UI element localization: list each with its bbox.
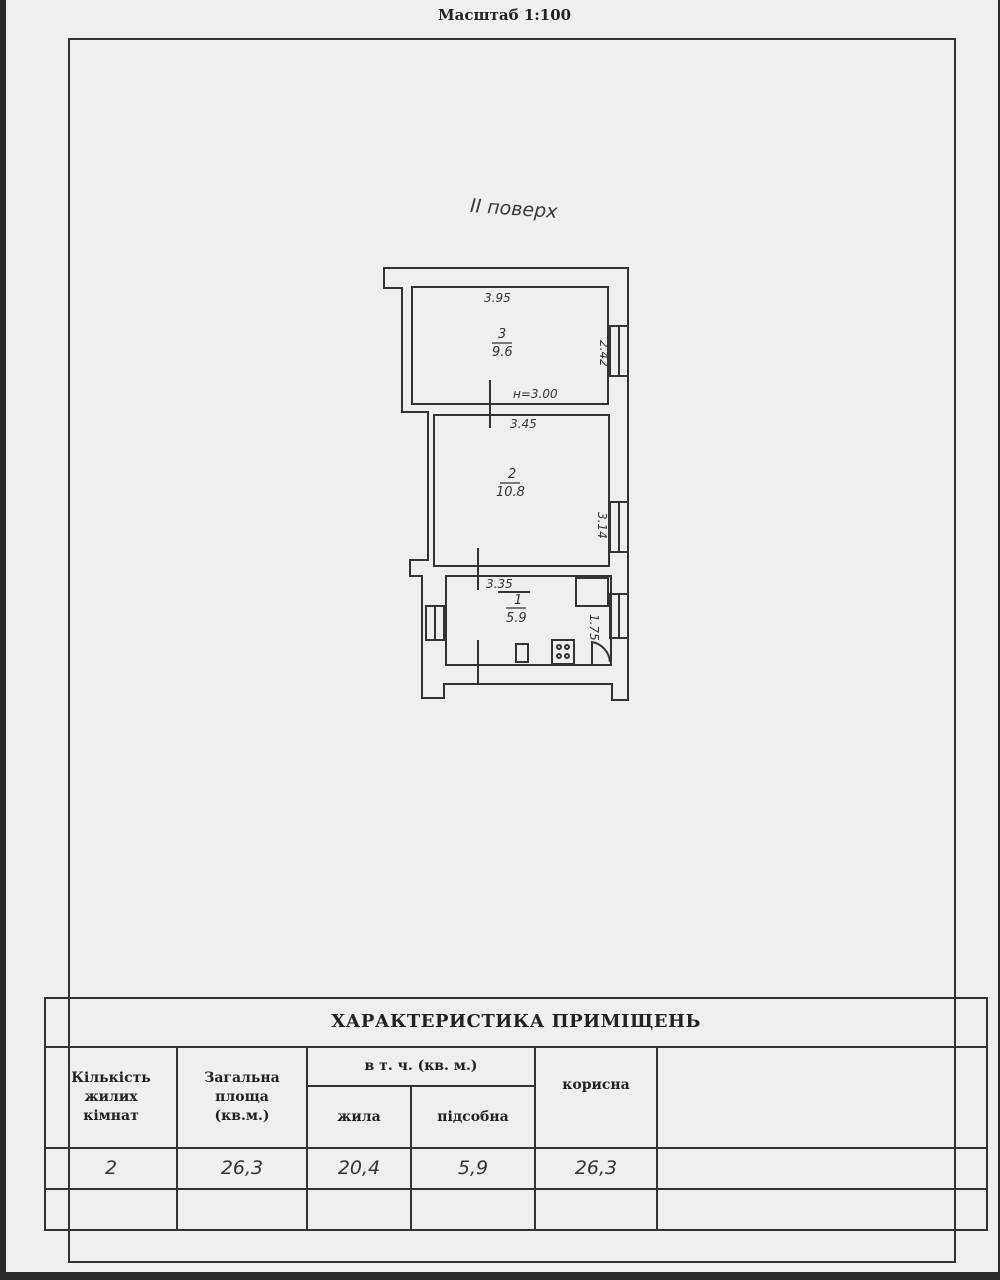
value-useful: 26,3	[574, 1156, 618, 1179]
characteristics-table: ХАРАКТЕРИСТИКА ПРИМІЩЕНЬ Кількість жилих…	[44, 997, 988, 1231]
room-3-number: 3	[498, 327, 506, 342]
header-including: в т. ч. (кв. м.)	[364, 1058, 478, 1075]
document-sheet: Масштаб 1:100	[6, 0, 998, 1272]
value-living: 20,4	[337, 1156, 381, 1179]
header-living: жила	[337, 1108, 381, 1125]
value-rooms-count: 2	[104, 1156, 118, 1179]
room-3-depth: 2.42	[597, 340, 611, 367]
header-rooms-count: Кількість жилих кімнат	[71, 1070, 151, 1124]
value-total-area: 26,3	[220, 1156, 264, 1179]
room-1-depth: 1.75	[587, 614, 601, 641]
value-auxiliary: 5,9	[457, 1156, 489, 1179]
table-title: ХАРАКТЕРИСТИКА ПРИМІЩЕНЬ	[331, 1011, 701, 1033]
room-3-height: н=3.00	[513, 387, 558, 401]
drawing-frame	[68, 38, 956, 1263]
room-1-area: 5.9	[506, 611, 527, 626]
room-2-width: 3.45	[510, 417, 537, 431]
room-2-depth: 3.14	[595, 512, 609, 539]
room-3-area: 9.6	[492, 345, 513, 360]
header-auxiliary: підсобна	[437, 1108, 509, 1125]
scale-label: Масштаб 1:100	[438, 6, 572, 24]
room-2-number: 2	[508, 467, 516, 482]
room-2-area: 10.8	[496, 485, 525, 500]
room-1-width: 3.35	[486, 577, 513, 591]
header-total-area: Загальна площа (кв.м.)	[204, 1070, 280, 1124]
room-1-number: 1	[514, 593, 522, 608]
room-3-width: 3.95	[484, 291, 511, 305]
header-useful: корисна	[562, 1077, 630, 1094]
